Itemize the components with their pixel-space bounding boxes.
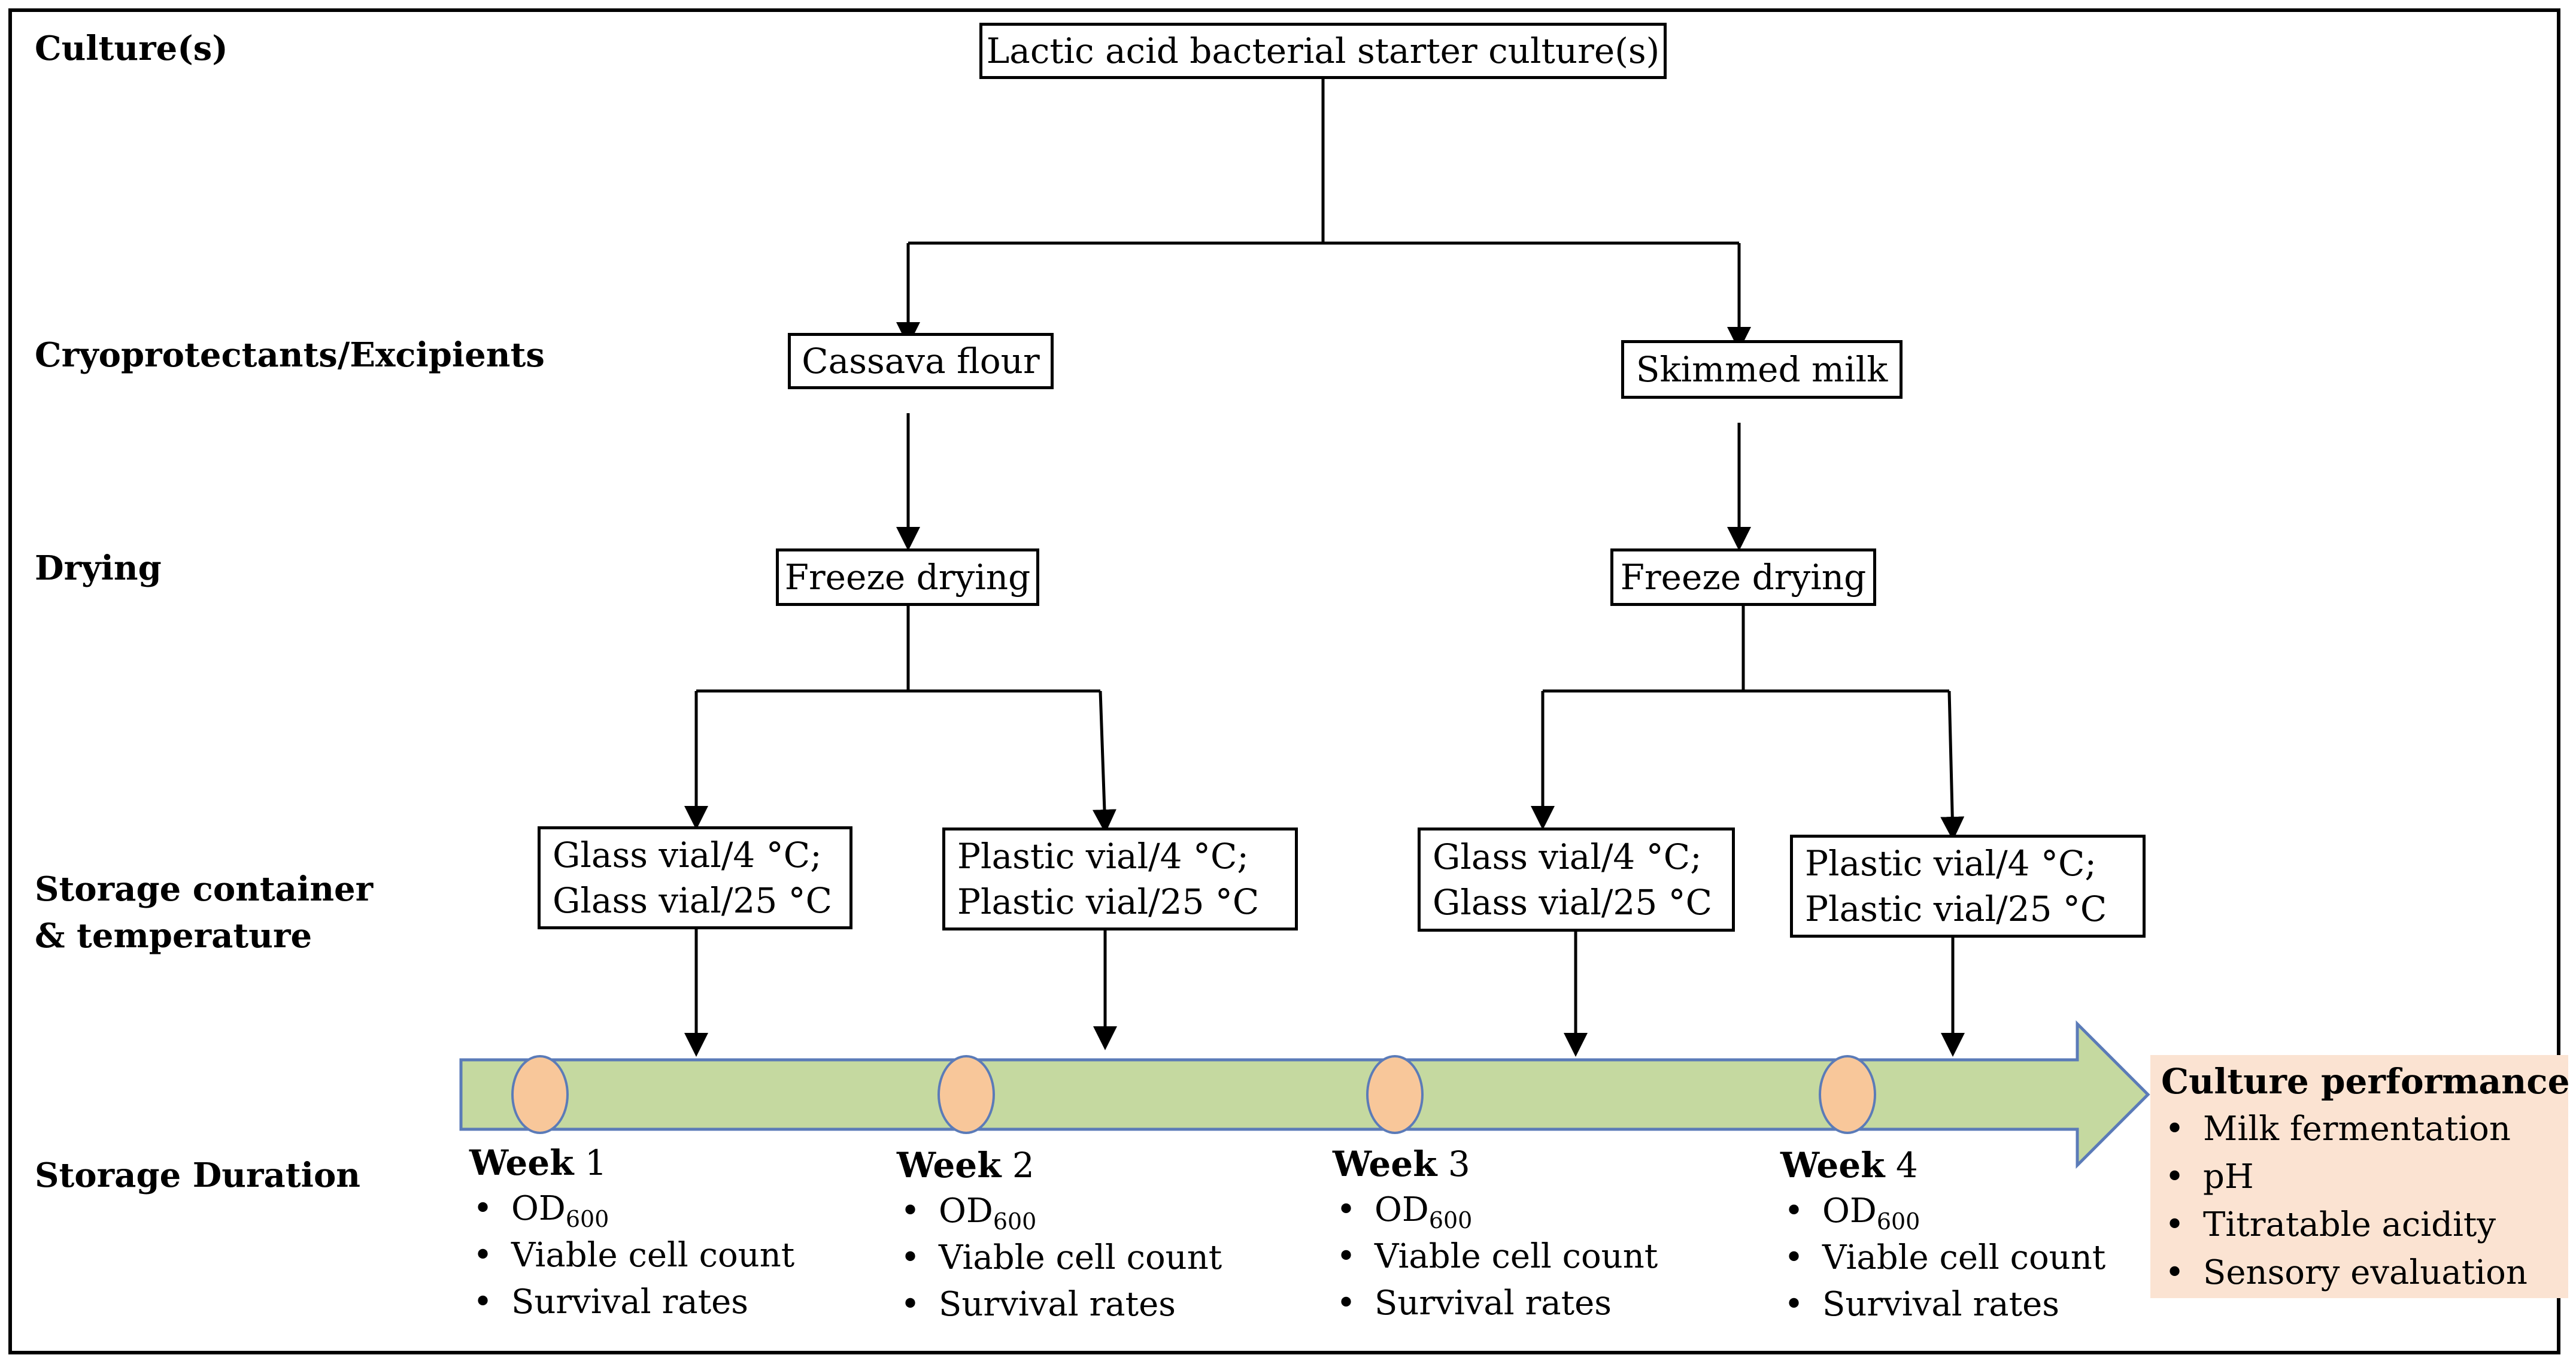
container-3-line2: Glass vial/25 °C xyxy=(1433,882,1713,923)
week-2-od: OD600 xyxy=(897,1188,1222,1235)
week-4-marker xyxy=(1819,1055,1876,1134)
week-4-viable: Viable cell count xyxy=(1780,1235,2105,1281)
container-box-4: Plastic vial/4 °C; Plastic vial/25 °C xyxy=(1790,835,2146,938)
container-2-line2: Plastic vial/25 °C xyxy=(957,881,1260,922)
container-4-line2: Plastic vial/25 °C xyxy=(1805,889,2107,929)
week-1-survival: Survival rates xyxy=(469,1279,794,1326)
week-1-viable: Viable cell count xyxy=(469,1232,794,1279)
week-4-od: OD600 xyxy=(1780,1188,2105,1235)
freeze-drying-right-box: Freeze drying xyxy=(1610,548,1876,606)
week-1-od: OD600 xyxy=(469,1186,794,1232)
skimmed-milk-label: Skimmed milk xyxy=(1636,349,1888,390)
freeze-drying-left-box: Freeze drying xyxy=(776,548,1039,606)
week-4-title: Week 4 xyxy=(1780,1145,1918,1186)
cassava-flour-label: Cassava flour xyxy=(802,341,1040,381)
row-label-drying: Drying xyxy=(35,548,162,588)
timeline-arrow xyxy=(459,1020,2150,1169)
diagram-frame xyxy=(8,8,2560,1354)
week-1-title: Week 1 xyxy=(469,1142,607,1183)
skimmed-milk-box: Skimmed milk xyxy=(1621,340,1903,399)
week-1-marker xyxy=(511,1055,569,1134)
performance-item-titratable-acidity: Titratable acidity xyxy=(2161,1201,2557,1249)
cassava-flour-box: Cassava flour xyxy=(788,333,1054,389)
arrow-to-container-2 xyxy=(1092,690,1116,833)
week-2-block: Week 2 OD600 Viable cell count Survival … xyxy=(897,1142,1222,1328)
row-label-temperature: & temperature xyxy=(35,916,312,956)
week-3-measurements: OD600 Viable cell count Survival rates xyxy=(1333,1187,1658,1327)
culture-performance-title: Culture performance xyxy=(2161,1061,2570,1102)
week-3-viable: Viable cell count xyxy=(1333,1233,1658,1280)
container-box-3: Glass vial/4 °C; Glass vial/25 °C xyxy=(1418,828,1735,932)
culture-performance-list: Milk fermentation pH Titratable acidity … xyxy=(2161,1105,2557,1297)
row-label-culture: Culture(s) xyxy=(35,29,228,68)
week-3-title: Week 3 xyxy=(1333,1144,1470,1184)
container-1-line2: Glass vial/25 °C xyxy=(553,880,833,921)
freeze-drying-right-label: Freeze drying xyxy=(1620,557,1867,598)
week-1-measurements: OD600 Viable cell count Survival rates xyxy=(469,1186,794,1326)
root-culture-box: Lactic acid bacterial starter culture(s) xyxy=(979,23,1667,79)
container-box-2: Plastic vial/4 °C; Plastic vial/25 °C xyxy=(942,828,1298,930)
week-2-title: Week 2 xyxy=(897,1145,1034,1186)
container-4-line1: Plastic vial/4 °C; xyxy=(1805,843,2096,884)
week-3-od: OD600 xyxy=(1333,1187,1658,1233)
performance-item-sensory-evaluation: Sensory evaluation xyxy=(2161,1249,2557,1297)
week-1-block: Week 1 OD600 Viable cell count Survival … xyxy=(469,1140,794,1326)
performance-item-milk-fermentation: Milk fermentation xyxy=(2161,1105,2557,1153)
week-4-measurements: OD600 Viable cell count Survival rates xyxy=(1780,1188,2105,1328)
culture-performance-box: Culture performance Milk fermentation pH… xyxy=(2150,1055,2570,1298)
week-2-measurements: OD600 Viable cell count Survival rates xyxy=(897,1188,1222,1328)
container-3-line1: Glass vial/4 °C; xyxy=(1433,836,1702,877)
container-box-1: Glass vial/4 °C; Glass vial/25 °C xyxy=(538,826,852,929)
week-4-survival: Survival rates xyxy=(1780,1281,2105,1328)
week-2-survival: Survival rates xyxy=(897,1281,1222,1328)
row-label-storage-duration: Storage Duration xyxy=(35,1156,361,1195)
week-3-block: Week 3 OD600 Viable cell count Survival … xyxy=(1333,1141,1658,1327)
arrow-to-container-4 xyxy=(1940,690,1965,841)
freeze-drying-left-label: Freeze drying xyxy=(784,557,1031,598)
container-1-line1: Glass vial/4 °C; xyxy=(553,835,822,875)
week-3-marker xyxy=(1366,1055,1424,1134)
row-label-storage-container: Storage container xyxy=(35,869,374,909)
week-3-survival: Survival rates xyxy=(1333,1280,1658,1327)
week-2-viable: Viable cell count xyxy=(897,1235,1222,1281)
container-2-line1: Plastic vial/4 °C; xyxy=(957,836,1249,877)
week-2-marker xyxy=(937,1055,995,1134)
row-label-cryoprotectants: Cryoprotectants/Excipients xyxy=(35,335,545,375)
week-4-block: Week 4 OD600 Viable cell count Survival … xyxy=(1780,1142,2105,1328)
root-culture-label: Lactic acid bacterial starter culture(s) xyxy=(986,31,1660,71)
performance-item-ph: pH xyxy=(2161,1153,2557,1201)
